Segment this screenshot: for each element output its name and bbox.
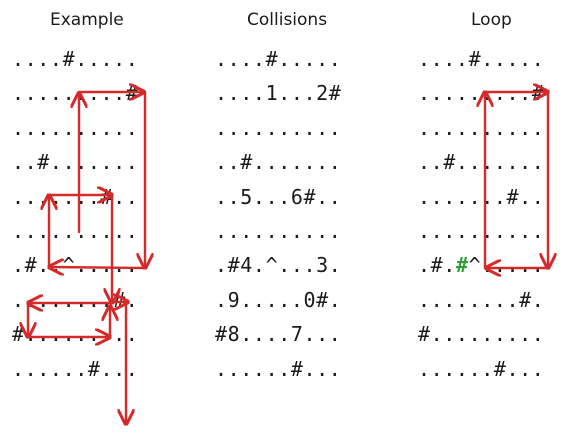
grid-row: .......#..	[12, 184, 139, 209]
loop-grid: ....#..............#............#.......…	[418, 42, 544, 386]
grid-row: .9.....0#.	[215, 287, 342, 312]
grid-row: .#..^.....	[12, 253, 139, 278]
grid-row: .......#..	[418, 184, 545, 209]
grid-row: ....#.....	[12, 47, 139, 71]
loop-title: Loop	[471, 10, 512, 30]
grid-row: ..........	[418, 115, 545, 140]
grid-row: ....#.....	[215, 47, 342, 71]
grid-row: ......#...	[418, 356, 545, 381]
loop-path	[485, 92, 548, 268]
grid-row: ..#.......	[12, 150, 139, 175]
grid-row: .#4.^...3.	[215, 253, 342, 278]
grid-row: ..........	[418, 218, 545, 243]
grid-row: ........#.	[418, 287, 545, 312]
grid-row: ..5...6#..	[215, 184, 342, 209]
added-obstacle: #	[455, 253, 469, 278]
grid-row: #.........	[418, 322, 545, 347]
grid-row: .#.#^.....	[418, 253, 545, 278]
example-path	[28, 92, 145, 424]
collisions-grid: ....#..... ....1...2#.......... ..#.......…	[215, 42, 341, 386]
grid-row: ..#.......	[215, 150, 342, 175]
grid-row: ..........	[215, 218, 342, 243]
grid-row: ..........	[12, 115, 139, 140]
grid-row: ..........	[215, 115, 342, 140]
grid-row: ......#...	[12, 356, 139, 381]
grid-row: ....1...2#	[215, 81, 342, 106]
grid-row: ..........	[12, 218, 139, 243]
grid-row: #8....7...	[215, 322, 342, 347]
path-segment	[49, 267, 147, 268]
collisions-title: Collisions	[247, 10, 328, 30]
example-title: Example	[50, 10, 124, 30]
grid-row: ......#...	[215, 356, 342, 381]
grid-row: ..#.......	[418, 150, 545, 175]
grid-row: ....#.....	[418, 47, 545, 71]
